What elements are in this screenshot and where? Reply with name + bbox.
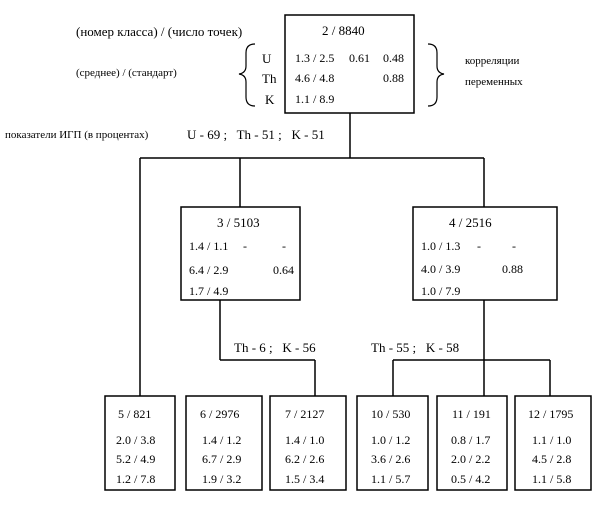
node3-row-k: 1.7 / 4.9: [189, 284, 229, 298]
node4-row-u: 1.0 / 1.3: [421, 239, 461, 253]
node4-corr-th-k: 0.88: [502, 262, 523, 276]
igp-label: показатели ИГП (в процентах): [5, 129, 149, 141]
var-k: K: [265, 92, 275, 107]
node3-igp: Th - 6 ; K - 56: [234, 340, 316, 355]
node3-corr-u-th: -: [243, 239, 247, 253]
root-row-k: 1.1 / 8.9: [295, 92, 335, 106]
stats-label-legend: (среднее) / (стандарт): [76, 67, 177, 79]
leaf12-row-th: 4.5 / 2.8: [532, 452, 572, 466]
corr-label-line1: корреляции: [465, 55, 520, 67]
leaf6-row-th: 6.7 / 2.9: [202, 452, 242, 466]
class-label-legend: (номер класса) / (число точек): [76, 24, 243, 39]
node3-corr-th-k: 0.64: [273, 263, 294, 277]
leaf-box-5: [104, 395, 176, 491]
node4-row-k: 1.0 / 7.9: [421, 284, 461, 298]
leaf6-title: 6 / 2976: [200, 407, 240, 421]
node3-box: [180, 206, 301, 301]
leaf7-row-k: 1.5 / 3.4: [285, 472, 325, 486]
leaf-box-12: [514, 395, 592, 491]
node4-corr-u-k: -: [512, 239, 516, 253]
leaf-box-10: [356, 395, 429, 491]
leaf7-row-u: 1.4 / 1.0: [285, 433, 325, 447]
root-corr-th-k: 0.88: [383, 71, 404, 85]
leaf5-row-k: 1.2 / 7.8: [116, 472, 156, 486]
node4-box: [412, 206, 558, 301]
leaf11-row-th: 2.0 / 2.2: [451, 452, 491, 466]
leaf6-row-u: 1.4 / 1.2: [202, 433, 242, 447]
leaf12-title: 12 / 1795: [528, 407, 574, 421]
root-row-th: 4.6 / 4.8: [295, 71, 335, 85]
var-th: Th: [262, 71, 277, 86]
leaf7-title: 7 / 2127: [285, 407, 325, 421]
leaf12-row-k: 1.1 / 5.8: [532, 472, 572, 486]
leaf-box-6: [185, 395, 263, 491]
left-brace: [238, 43, 256, 107]
node3-title: 3 / 5103: [217, 215, 260, 230]
root-title: 2 / 8840: [322, 23, 365, 38]
corr-label-line2: переменных: [465, 76, 523, 88]
leaf5-row-th: 5.2 / 4.9: [116, 452, 156, 466]
leaf12-row-u: 1.1 / 1.0: [532, 433, 572, 447]
node3-row-u: 1.4 / 1.1: [189, 239, 229, 253]
leaf7-row-th: 6.2 / 2.6: [285, 452, 325, 466]
leaf10-row-u: 1.0 / 1.2: [371, 433, 411, 447]
right-brace: [427, 43, 445, 107]
leaf10-row-k: 1.1 / 5.7: [371, 472, 411, 486]
node4-igp: Th - 55 ; K - 58: [371, 340, 460, 355]
node3-corr-u-k: -: [282, 239, 286, 253]
root-row-u: 1.3 / 2.5: [295, 51, 335, 65]
leaf10-row-th: 3.6 / 2.6: [371, 452, 411, 466]
leaf10-title: 10 / 530: [371, 407, 411, 421]
leaf11-row-u: 0.8 / 1.7: [451, 433, 491, 447]
var-u: U: [262, 51, 272, 66]
root-corr-u-k: 0.48: [383, 51, 404, 65]
leaf-box-11: [436, 395, 508, 491]
root-igp: U - 69 ; Th - 51 ; K - 51: [187, 127, 325, 142]
root-corr-u-th: 0.61: [349, 51, 370, 65]
leaf5-title: 5 / 821: [118, 407, 152, 421]
leaf6-row-k: 1.9 / 3.2: [202, 472, 242, 486]
leaf-box-7: [269, 395, 347, 491]
node4-title: 4 / 2516: [449, 215, 492, 230]
node3-row-th: 6.4 / 2.9: [189, 263, 229, 277]
node4-row-th: 4.0 / 3.9: [421, 262, 461, 276]
leaf11-title: 11 / 191: [452, 407, 491, 421]
node4-corr-u-th: -: [477, 239, 481, 253]
leaf5-row-u: 2.0 / 3.8: [116, 433, 156, 447]
leaf11-row-k: 0.5 / 4.2: [451, 472, 491, 486]
